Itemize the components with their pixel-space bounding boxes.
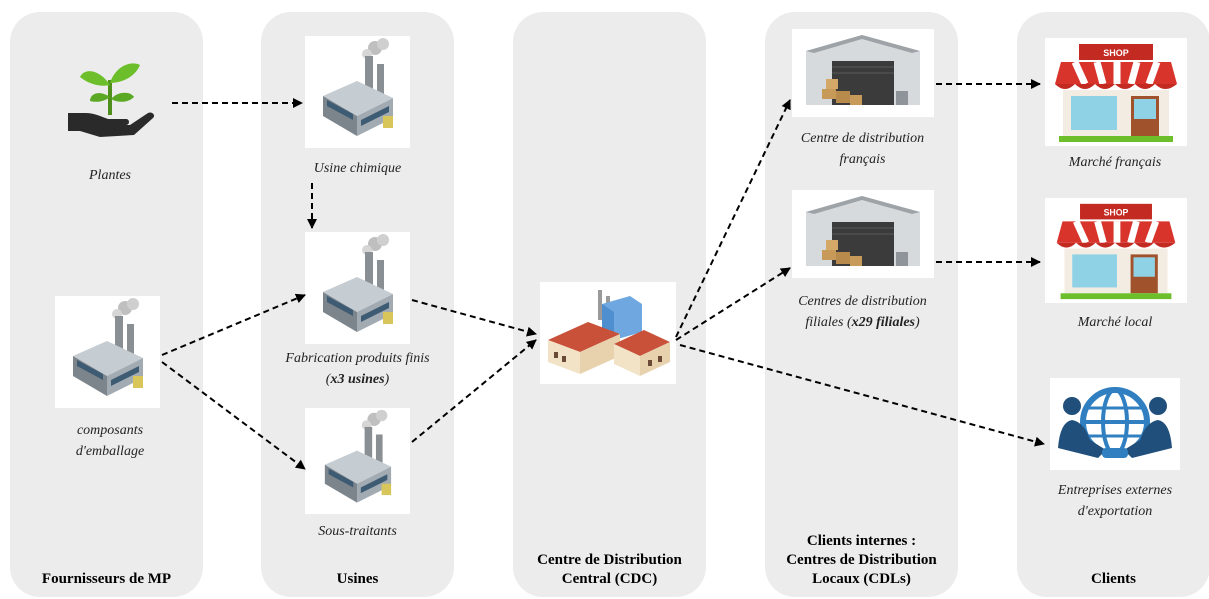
factory-icon — [305, 232, 410, 344]
column-title-clients: Clients — [1091, 571, 1136, 587]
caption-fabrication: Fabrication produits finis (x3 usines) — [285, 348, 430, 390]
caption-usine-chimique: Usine chimique — [313, 161, 402, 176]
caption-marche-local: Marché local — [1077, 315, 1153, 330]
column-title-usines: Usines — [336, 571, 379, 587]
caption-composants: composants d'emballage — [75, 423, 145, 459]
caption-cd-filiales-text: Centres de distribution filiales ( — [798, 294, 927, 330]
caption-cd-francais: Centre de distribution français — [800, 131, 925, 167]
caption-plantes: Plantes — [89, 168, 131, 183]
caption-fabrication-close: ) — [384, 372, 390, 387]
shop-icon: SHOP — [1045, 38, 1187, 146]
column-title-fournisseurs: Fournisseurs de MP — [41, 571, 172, 587]
column-title-cdl: Clients internes : Centres de Distributi… — [786, 533, 937, 587]
factory-icon — [305, 36, 410, 148]
caption-cd-filiales-count: x29 filiales — [851, 315, 915, 330]
caption-cd-filiales-close: ) — [915, 315, 920, 330]
factory-icon — [55, 296, 160, 408]
shop-sign-text: SHOP — [1104, 208, 1129, 218]
globe-partnership-icon — [1050, 378, 1180, 470]
factory-icon — [305, 408, 410, 514]
central-distribution-building-icon — [540, 282, 676, 384]
caption-cd-filiales: Centres de distribution filiales (x29 fi… — [780, 291, 945, 333]
caption-marche-francais: Marché français — [1068, 155, 1162, 170]
warehouse-icon — [792, 29, 934, 117]
caption-entreprises-externes: Entreprises externes d'exportation — [1057, 483, 1173, 519]
column-title-cdc: Centre de Distribution Central (CDC) — [537, 552, 682, 587]
caption-sous-traitants: Sous-traitants — [318, 524, 397, 539]
caption-fabrication-text: Fabrication produits finis ( — [285, 351, 430, 387]
plant-in-hand-icon — [60, 55, 160, 140]
shop-icon: SHOP — [1045, 198, 1187, 303]
caption-fabrication-count: x3 usines — [330, 372, 385, 387]
shop-sign-text: SHOP — [1103, 48, 1129, 58]
warehouse-icon — [792, 190, 934, 278]
